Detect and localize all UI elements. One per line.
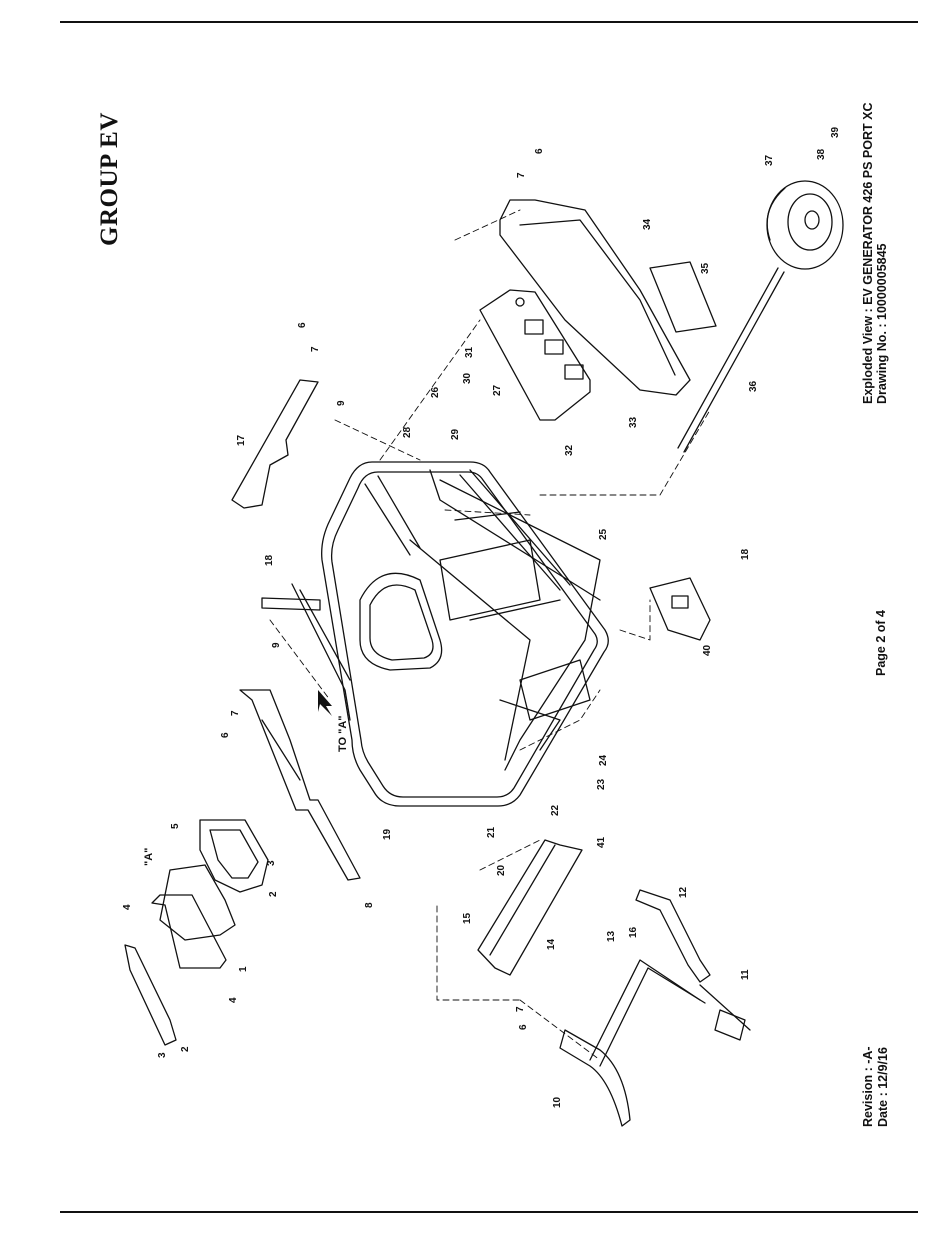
bracket-14 <box>478 840 582 975</box>
part-label-39: 39 <box>830 126 841 138</box>
part-label-26: 26 <box>430 386 441 398</box>
part-label-38: 38 <box>816 148 827 160</box>
part-label-17: 17 <box>236 434 247 446</box>
part-label-31: 31 <box>464 346 475 358</box>
part-label-8: 8 <box>364 902 375 908</box>
part-label-20: 20 <box>496 864 507 876</box>
part-label-7b: 7 <box>310 346 321 352</box>
part-label-5: 5 <box>170 823 181 829</box>
part-label-9a: 9 <box>271 642 282 648</box>
part-label-4a: 4 <box>122 904 133 910</box>
part-label-9b: 9 <box>336 400 347 406</box>
control-panel-32 <box>480 290 590 420</box>
part-label-27: 27 <box>492 384 503 396</box>
part-label-23: 23 <box>596 778 607 790</box>
bracket-40 <box>650 578 710 640</box>
part-label-25: 25 <box>598 528 609 540</box>
part-label-7a: 7 <box>230 710 241 716</box>
part-label-6c: 6 <box>534 148 545 154</box>
part-label-24: 24 <box>598 754 609 766</box>
part-label-12: 12 <box>678 886 689 898</box>
part-label-1: 1 <box>238 966 249 972</box>
handle-assembly <box>560 890 750 1126</box>
part-label-3a: 3 <box>157 1052 168 1058</box>
part-label-6a: 6 <box>220 732 231 738</box>
leader-lines <box>270 210 710 1060</box>
part-label-13: 13 <box>606 930 617 942</box>
part-label-6b: 6 <box>297 322 308 328</box>
part-label-2b: 2 <box>268 891 279 897</box>
part-label-28: 28 <box>402 426 413 438</box>
wheel-37 <box>767 181 843 269</box>
part-label-33: 33 <box>628 416 639 428</box>
part-label-21: 21 <box>486 826 497 838</box>
part-label-22: 22 <box>550 804 561 816</box>
part-label-29: 29 <box>450 428 461 440</box>
part-label-6d: 6 <box>518 1024 529 1030</box>
part-label-37: 37 <box>764 154 775 166</box>
part-label-2a: 2 <box>180 1046 191 1052</box>
main-frame <box>262 462 608 806</box>
part-label-35: 35 <box>700 262 711 274</box>
part-label-18a: 18 <box>264 554 275 566</box>
part-label-7c: 7 <box>516 172 527 178</box>
part-label-32: 32 <box>564 444 575 456</box>
callout-to-a: TO "A" <box>337 715 349 752</box>
callout-a-mark: "A" <box>143 848 155 866</box>
part-label-40: 40 <box>702 644 713 656</box>
part-label-19: 19 <box>382 828 393 840</box>
part-label-30: 30 <box>462 372 473 384</box>
part-label-16: 16 <box>628 926 639 938</box>
part-label-4b: 4 <box>228 997 239 1003</box>
part-label-11: 11 <box>740 969 751 980</box>
part-label-7d: 7 <box>515 1006 526 1012</box>
part-label-15: 15 <box>462 912 473 924</box>
axle-36 <box>678 268 784 452</box>
part-label-3b: 3 <box>266 860 277 866</box>
part-label-36: 36 <box>748 380 759 392</box>
part-label-18b: 18 <box>740 548 751 560</box>
part-label-10: 10 <box>552 1096 563 1108</box>
part-label-34: 34 <box>642 218 653 230</box>
part-label-41: 41 <box>596 836 607 848</box>
part-label-14: 14 <box>546 938 557 950</box>
